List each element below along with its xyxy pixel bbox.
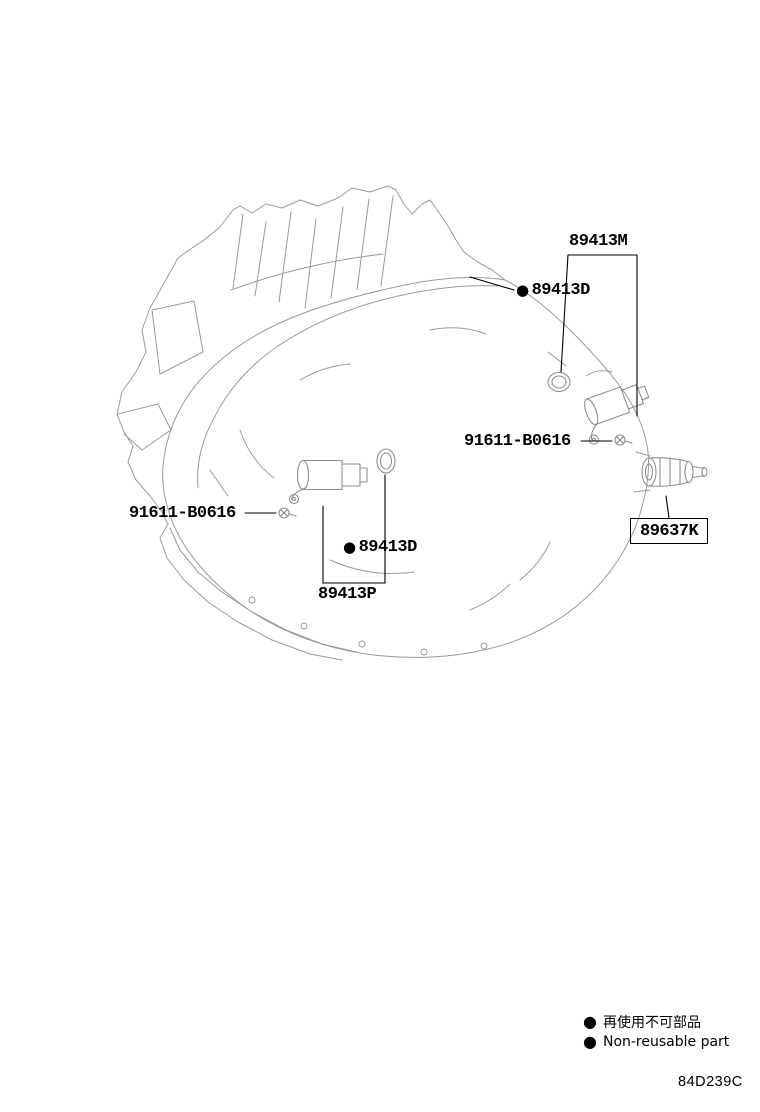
part-label-91611-right: 91611-B0616	[464, 432, 571, 451]
legend-row-en: ● Non-reusable part	[583, 1032, 730, 1051]
diagram-code: 84D239C	[678, 1074, 743, 1090]
part-label-89413D-mid: ● 89413D	[343, 538, 417, 557]
upper-housing-right	[387, 185, 506, 281]
legend-row-ja: ● 再使用不可部品	[583, 1012, 701, 1032]
speed-sensor-rear	[584, 384, 650, 445]
leader-89413D-top	[469, 276, 515, 291]
part-label-89637K: 89637K	[630, 518, 709, 544]
part-label-89413M: 89413M	[569, 232, 628, 251]
case-line-art	[116, 185, 651, 661]
part-number: 91611-B0616	[464, 432, 571, 451]
bottom-flange-outer	[159, 523, 343, 661]
upper-housing-top	[232, 185, 389, 214]
part-number: 91611-B0616	[129, 504, 236, 523]
bottom-flange-inner	[169, 527, 357, 653]
upper-housing-left	[116, 209, 234, 525]
casting-details	[209, 327, 551, 611]
left-point-detail	[117, 403, 172, 451]
o-ring-middle	[376, 448, 396, 474]
callout-lines	[244, 254, 670, 584]
non-reusable-bullet-icon: ●	[583, 1012, 597, 1031]
part-number: 89413M	[569, 232, 628, 251]
case-seam-arc	[197, 285, 499, 489]
part-number: 89413D	[531, 281, 591, 300]
legend-text-en: Non-reusable part	[602, 1034, 730, 1050]
left-boss-detail	[151, 300, 204, 375]
non-reusable-bullet-icon: ●	[516, 281, 529, 299]
bolt-boss	[420, 648, 428, 656]
part-number: 89413P	[318, 585, 377, 604]
part-label-91611-left: 91611-B0616	[129, 504, 236, 523]
leader-89637K	[665, 495, 670, 519]
parts-line-art	[278, 371, 708, 519]
right-boss-details	[547, 351, 651, 493]
o-ring-top	[547, 371, 571, 393]
legend-text-ja: 再使用不可部品	[602, 1015, 701, 1031]
bolt-boss	[300, 622, 308, 630]
part-number: 89637K	[640, 522, 699, 541]
speed-sensor-front	[288, 459, 368, 505]
non-reusable-bullet-icon: ●	[583, 1032, 597, 1051]
oil-pressure-switch	[641, 457, 708, 487]
housing-ribs	[232, 195, 394, 309]
bolt-right	[614, 434, 633, 446]
bolt-boss	[480, 642, 488, 650]
bolt-boss	[358, 640, 366, 648]
part-label-89413P: 89413P	[318, 585, 377, 604]
part-number: 89413D	[358, 538, 418, 557]
part-label-89413D-top: ● 89413D	[516, 281, 590, 300]
bolt-boss	[248, 596, 256, 604]
bracket-89413P	[322, 474, 386, 584]
non-reusable-bullet-icon: ●	[343, 538, 356, 556]
bolt-left	[278, 507, 297, 519]
bracket-89413M	[560, 254, 638, 417]
housing-rib-base	[230, 253, 384, 291]
